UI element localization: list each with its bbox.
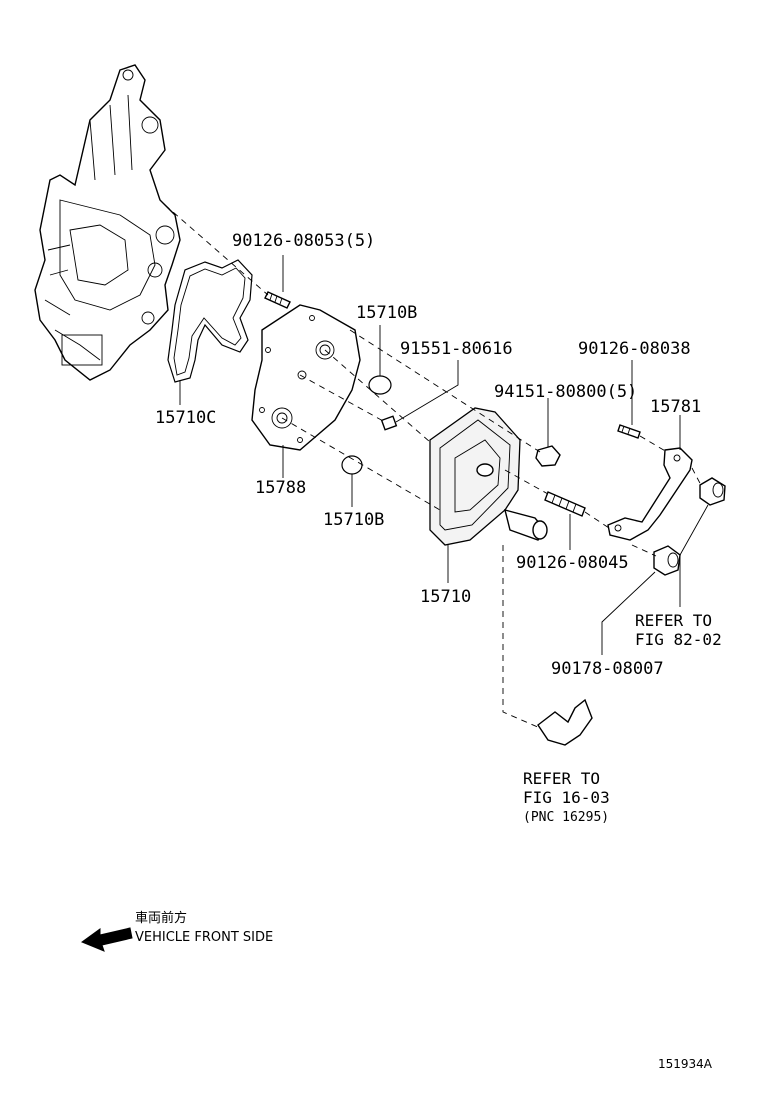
label-15781: 15781 (650, 397, 701, 417)
bolt-91551-80616 (380, 415, 398, 431)
collar-90178-08007 (653, 545, 681, 576)
bracket-15781 (607, 447, 693, 541)
label-15710b-upper: 15710B (356, 303, 417, 323)
note-refer-82-02-line2: FIG 82-02 (635, 630, 722, 649)
arrow-left-icon (80, 927, 133, 952)
note-refer-16-03-line3: (PNC 16295) (523, 810, 609, 825)
legend-japanese: 車両前方 (135, 910, 187, 926)
label-90126-08053: 90126-08053(5) (232, 231, 375, 251)
vehicle-front-legend: 車両前方 VEHICLE FRONT SIDE (80, 910, 273, 952)
grommet (699, 477, 726, 506)
stud-90126-08045 (544, 491, 586, 517)
label-94151-80800: 94151-80800(5) (494, 382, 637, 402)
label-90126-08038: 90126-08038 (578, 339, 691, 359)
gasket-15710c (167, 259, 253, 383)
leader-lines (179, 255, 709, 655)
nut-94151-80800 (535, 445, 561, 467)
hose (537, 698, 593, 746)
stud-90126-08053 (264, 291, 291, 309)
stud-90126-08038 (617, 424, 641, 439)
note-refer-16-03-line2: FIG 16-03 (523, 788, 610, 807)
note-refer-82-02-line1: REFER TO (635, 611, 712, 630)
engine-block (34, 64, 181, 381)
plate-15788 (251, 304, 361, 451)
label-15710b-lower: 15710B (323, 510, 384, 530)
label-15788: 15788 (255, 478, 306, 498)
assembly-lines (164, 204, 703, 729)
label-15710c: 15710C (155, 408, 216, 428)
oil-cooler-15710 (429, 407, 548, 546)
label-91551-80616: 91551-80616 (400, 339, 513, 359)
legend-english: VEHICLE FRONT SIDE (135, 930, 273, 945)
label-90126-08045: 90126-08045 (516, 553, 629, 573)
o-ring-15710b-upper (368, 375, 392, 395)
label-15710: 15710 (420, 587, 471, 607)
note-refer-16-03-line1: REFER TO (523, 769, 600, 788)
illustration-id: 151934A (658, 1057, 713, 1071)
label-90178-08007: 90178-08007 (551, 659, 664, 679)
